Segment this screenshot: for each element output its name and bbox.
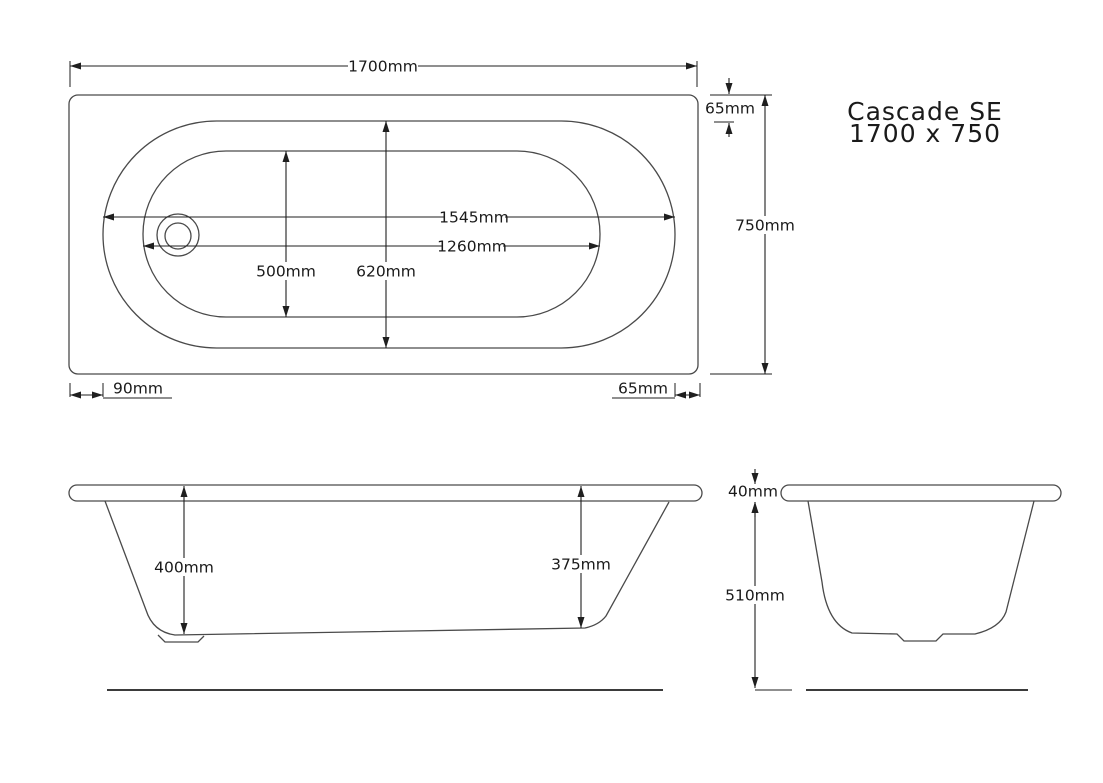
dim-rim-left: 90mm xyxy=(69,380,172,399)
side-elevation-view: 400mm 375mm xyxy=(68,484,703,691)
dim-label-overall-length: 1700mm xyxy=(348,58,418,76)
end-tub-body-outline xyxy=(807,500,1035,642)
dim-label-rim-right: 65mm xyxy=(618,380,668,398)
dim-label-inner-width: 620mm xyxy=(356,263,416,281)
plan-basin-outline xyxy=(142,150,601,318)
dim-label-depth-left: 400mm xyxy=(154,559,214,577)
dim-label-inner-length: 1545mm xyxy=(439,209,509,227)
dim-rim-right: 65mm xyxy=(612,380,701,399)
dim-overall-width: 750mm xyxy=(710,94,795,375)
dim-rim-thickness: 40mm xyxy=(728,469,778,517)
drawing-title: Cascade SE 1700 x 750 xyxy=(847,97,1003,148)
dim-label-rim-thickness: 40mm xyxy=(728,483,778,501)
label-background xyxy=(554,555,608,573)
label-background xyxy=(360,262,413,280)
dim-depth-right: 375mm xyxy=(551,486,611,628)
title-product-name: Cascade SE xyxy=(847,97,1003,126)
dim-overall-height: 510mm xyxy=(725,502,785,688)
label-background xyxy=(348,57,418,75)
label-background xyxy=(728,586,782,604)
label-background xyxy=(444,208,505,226)
dim-rim-top: 65mm xyxy=(705,78,755,137)
dim-label-basin-width: 500mm xyxy=(256,263,316,281)
label-background xyxy=(738,216,793,234)
side-drain-bump xyxy=(157,634,205,643)
dim-label-overall-width: 750mm xyxy=(735,217,795,235)
label-background xyxy=(157,558,211,576)
dim-depth-left: 400mm xyxy=(154,486,214,634)
label-background xyxy=(260,262,313,280)
end-rim-bar xyxy=(780,484,1062,502)
side-rim-bar xyxy=(68,484,703,502)
dim-label-rim-top: 65mm xyxy=(705,100,755,118)
dim-label-overall-height: 510mm xyxy=(725,587,785,605)
dim-label-rim-left: 90mm xyxy=(113,380,163,398)
title-size: 1700 x 750 xyxy=(849,119,1001,148)
plan-view: 1700mm 65mm 750mm 1545mm 1260mm xyxy=(68,57,795,399)
dim-basin-length: 1260mm xyxy=(143,237,600,256)
end-elevation-view: 40mm 510mm xyxy=(725,469,1062,691)
dim-label-depth-right: 375mm xyxy=(551,556,611,574)
dim-overall-length: 1700mm xyxy=(69,57,698,87)
side-tub-body-outline xyxy=(104,500,670,636)
plan-outer-rim-outline xyxy=(68,94,699,375)
dim-basin-width: 500mm xyxy=(256,151,316,317)
label-background xyxy=(442,237,503,255)
dim-label-basin-length: 1260mm xyxy=(437,238,507,256)
dim-inner-width: 620mm xyxy=(356,121,416,348)
